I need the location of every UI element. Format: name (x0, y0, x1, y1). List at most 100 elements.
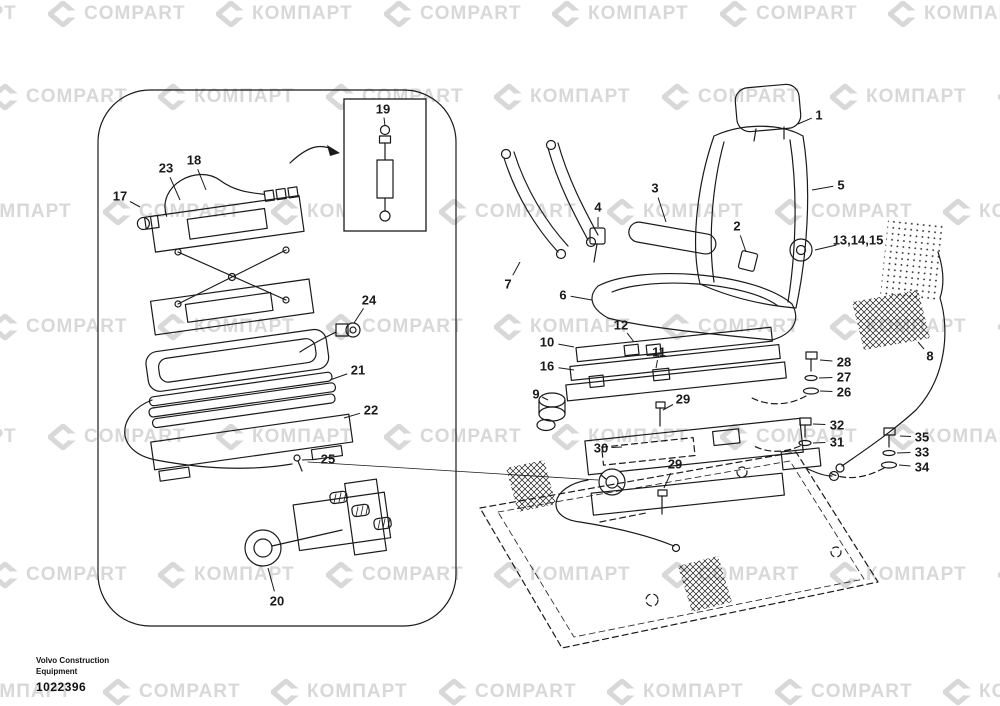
inset-arrow (289, 145, 335, 164)
watermark-text: КОМПАРТ (0, 201, 72, 222)
watermark-text: КОМПАРТ (252, 3, 353, 24)
compart-logo-icon (660, 82, 694, 112)
compart-logo-icon (214, 0, 248, 29)
cable-end (671, 543, 681, 553)
watermark-text: КОМПАРТ (0, 3, 17, 24)
hardware-link (753, 445, 801, 452)
washer-26 (802, 387, 820, 395)
compart-logo-icon (828, 82, 862, 112)
watermark-text: COMPART (139, 681, 241, 702)
watermark-text: КОМПАРТ (979, 681, 1000, 702)
brand-line-1: Volvo Construction (36, 656, 110, 666)
detail-boundary (97, 89, 457, 627)
watermark-text: КОМПАРТ (588, 3, 689, 24)
compart-logo-icon (0, 560, 22, 590)
plug-17 (136, 216, 151, 231)
washer-34 (880, 461, 898, 469)
compart-logo-icon (156, 560, 190, 590)
watermark-text: КОМПАРТ (643, 201, 744, 222)
watermark-text: КОМПАРТ (924, 426, 1000, 447)
compart-logo-icon (660, 312, 694, 342)
brand-line-2: Equipment (36, 666, 78, 676)
compart-logo-icon (828, 560, 862, 590)
compart-logo-icon (886, 0, 920, 29)
watermark-text: КОМПАРТ (866, 86, 967, 107)
bolt-29-upper (655, 401, 666, 427)
inset-arrowhead (327, 145, 340, 156)
seat-belt-4 (589, 227, 606, 263)
compart-logo-icon (773, 677, 807, 706)
watermark-text: КОМПАРТ (307, 681, 408, 702)
watermark-text: COMPART (26, 316, 128, 337)
watermark-text: COMPART (362, 316, 464, 337)
compart-logo-icon (269, 677, 303, 706)
watermark-text: КОМПАРТ (530, 316, 631, 337)
compart-logo-icon (0, 82, 22, 112)
watermark-text: COMPART (811, 681, 913, 702)
grille-patch (678, 556, 732, 612)
watermark-text: COMPART (84, 426, 186, 447)
brand-text: Volvo Construction Equipment (36, 656, 109, 677)
compart-logo-icon (156, 312, 190, 342)
watermark-text: COMPART (811, 201, 913, 222)
compart-logo-icon (605, 677, 639, 706)
adjuster-knob-assembly-20 (244, 478, 392, 567)
compart-logo-icon (0, 312, 22, 342)
compart-logo-icon (437, 677, 471, 706)
compart-logo-icon (550, 422, 584, 452)
watermark-text: COMPART (756, 3, 858, 24)
watermark-text: КОМПАРТ (530, 564, 631, 585)
armrest-3 (628, 221, 717, 255)
dotted-mat (880, 219, 944, 301)
seat-cushion-6 (591, 273, 797, 341)
compart-logo-icon (773, 197, 807, 227)
washer-31 (798, 439, 812, 447)
compart-logo-icon (550, 0, 584, 29)
grille-patch (506, 460, 556, 512)
headrest (734, 83, 802, 133)
hardware-link (751, 395, 807, 405)
watermark-text: COMPART (420, 3, 522, 24)
compart-logo-icon (214, 422, 248, 452)
headrest-post (753, 128, 757, 142)
screw-25 (293, 454, 303, 472)
washer-27 (804, 374, 818, 382)
compart-logo-icon (324, 82, 358, 112)
compart-logo-icon (101, 677, 135, 706)
compart-logo-icon (382, 422, 416, 452)
wiring-harness-group (835, 219, 946, 473)
watermark-text: КОМПАРТ (194, 316, 295, 337)
watermark-text: COMPART (362, 564, 464, 585)
watermark-text: COMPART (475, 201, 577, 222)
bellows-21 (148, 371, 337, 429)
rubber-buffer-9 (536, 392, 566, 432)
bolt-29-lower (657, 489, 668, 515)
document-number: 1022396 (36, 680, 87, 694)
compart-logo-icon (437, 197, 471, 227)
watermark-text: КОМПАРТ (252, 426, 353, 447)
backrest (694, 125, 809, 309)
roller-bushing (598, 468, 626, 496)
gas-spring-inset (343, 98, 427, 232)
watermark-text: COMPART (698, 86, 800, 107)
compart-logo-icon (718, 422, 752, 452)
bolt-28 (805, 351, 818, 372)
watermark-text: КОМПАРТ (866, 564, 967, 585)
leader-lines (129, 117, 925, 592)
seat-top-plate (136, 173, 305, 253)
watermark-text: КОМПАРТ (643, 681, 744, 702)
straps-7 (500, 139, 599, 260)
wire-18 (164, 173, 266, 217)
watermark-text: COMPART (756, 426, 858, 447)
bolt-35 (883, 427, 896, 448)
base-cable (555, 479, 675, 547)
connector-plug-24 (299, 322, 361, 353)
belt-receiver-2 (737, 250, 759, 272)
watermark-text: COMPART (84, 3, 186, 24)
washer-33 (882, 449, 896, 457)
hatched-mat (852, 290, 930, 350)
compart-logo-icon (886, 422, 920, 452)
